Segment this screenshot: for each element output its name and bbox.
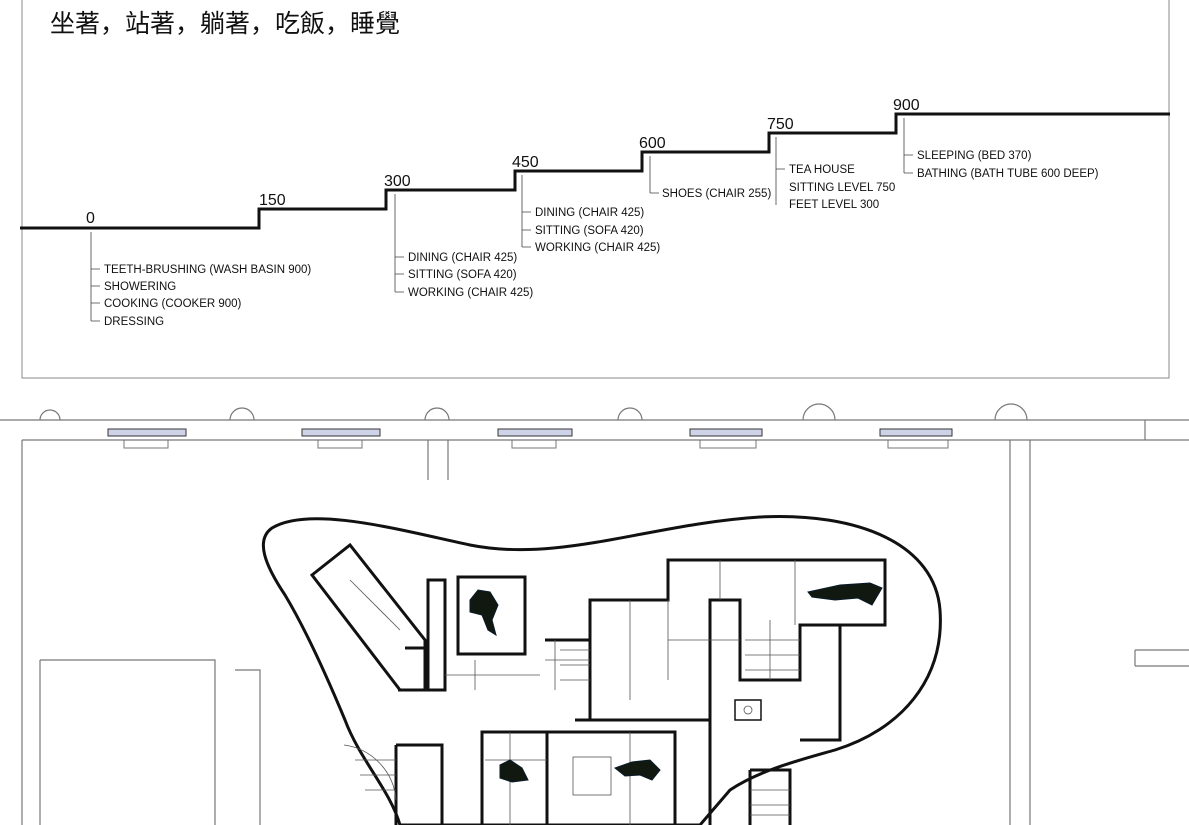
interior-details [343,560,800,825]
building-walls [0,403,1189,825]
activity-300-1: DINING (CHAIR 425) [408,252,517,264]
activity-0-3: COOKING (COOKER 900) [104,298,242,310]
activity-300-2: SITTING (SOFA 420) [408,269,517,281]
activity-450-3: WORKING (CHAIR 425) [535,242,660,254]
level-label-750: 750 [767,116,794,133]
activity-0-2: SHOWERING [104,281,176,293]
activity-0-4: DRESSING [104,316,164,328]
interior-platforms [309,542,887,825]
diagram-title: 坐著，站著，躺著，吃飯，睡覺 [50,9,401,38]
activity-0-1: TEETH-BRUSHING (WASH BASIN 900) [104,264,311,276]
activity-750-3: FEET LEVEL 300 [789,199,879,211]
level-label-0: 0 [86,210,95,227]
leader-lines [90,118,913,322]
windows [107,428,953,437]
curved-envelope [261,515,942,825]
human-figures [469,582,883,783]
floor-plan [0,403,1189,825]
person-figure [807,582,883,606]
activity-900-2: BATHING (BATH TUBE 600 DEEP) [917,168,1099,180]
person-figure [613,759,661,781]
level-label-150: 150 [259,192,286,209]
activity-300-3: WORKING (CHAIR 425) [408,287,533,299]
level-section-diagram: 0 150 300 450 600 750 900 TEETH-BRUSHING… [20,0,1170,379]
activity-450-1: DINING (CHAIR 425) [535,207,644,219]
activity-750-2: SITTING LEVEL 750 [789,182,895,194]
section-frame [21,0,1170,379]
activity-600-1: SHOES (CHAIR 255) [662,188,771,200]
person-figure [499,759,529,783]
activity-900-1: SLEEPING (BED 370) [917,150,1032,162]
stair-profile [20,112,1170,230]
level-label-450: 450 [512,154,539,171]
level-label-900: 900 [893,97,920,114]
level-label-300: 300 [384,173,411,190]
activity-450-2: SITTING (SOFA 420) [535,225,644,237]
activity-750-1: TEA HOUSE [789,164,855,176]
person-figure [469,589,499,637]
window-sills [123,439,949,449]
level-label-600: 600 [639,135,666,152]
